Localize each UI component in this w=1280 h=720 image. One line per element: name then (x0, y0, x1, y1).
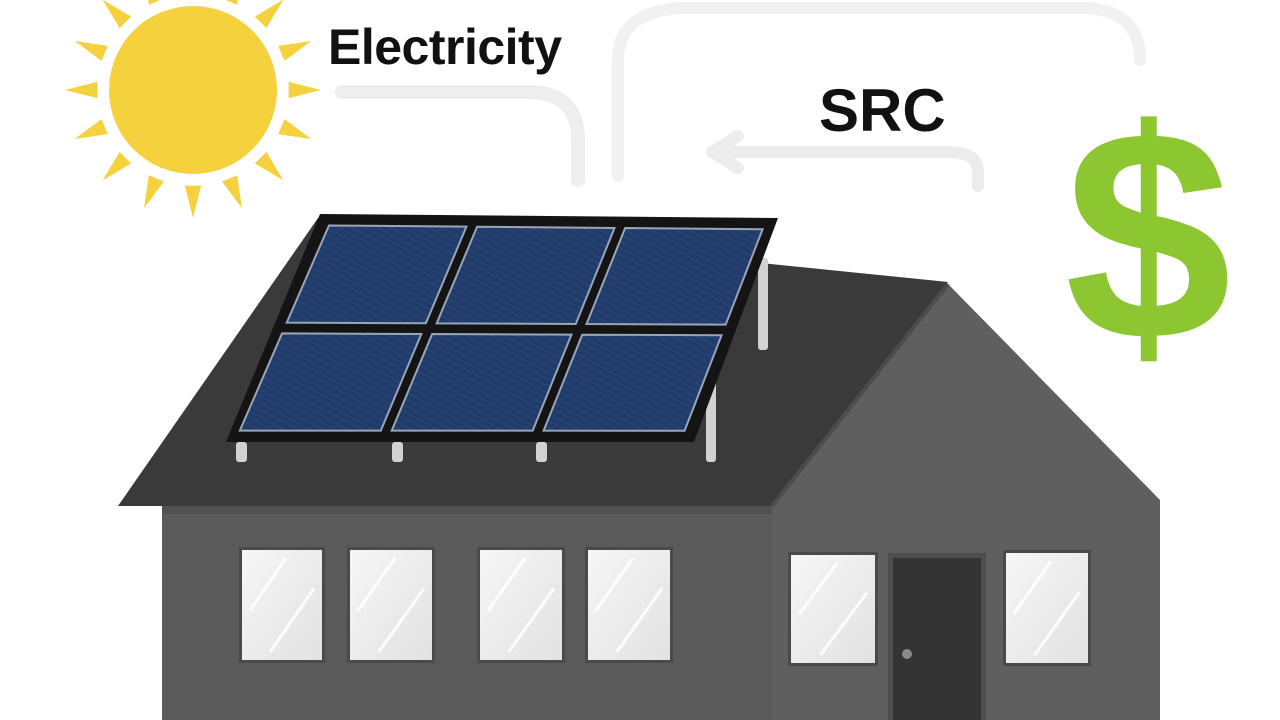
solar-panel (542, 333, 724, 432)
front-door (888, 553, 986, 720)
solar-panel (585, 227, 765, 326)
sun-ray (144, 175, 164, 209)
window (347, 547, 435, 663)
sun-ray (278, 119, 312, 139)
solar-panel-array (226, 214, 778, 462)
window (1003, 550, 1091, 666)
sun-ray (184, 185, 202, 218)
sun-ray (278, 41, 312, 61)
sun-ray (102, 151, 132, 181)
window (788, 552, 878, 666)
sun-ray (148, 0, 161, 5)
sun-ray (102, 0, 132, 29)
sun-ray (74, 41, 108, 61)
window (477, 547, 565, 663)
sun-ray (288, 81, 321, 99)
solar-panel (238, 332, 423, 432)
dollar-sign: $ (1064, 67, 1232, 403)
window (585, 547, 673, 663)
sun-ray (65, 81, 98, 99)
panel-supports (236, 258, 768, 462)
solar-panel (435, 225, 616, 325)
sun-ray (222, 175, 242, 209)
windows-right (788, 550, 1091, 666)
window (239, 547, 325, 663)
sun-ray (254, 0, 284, 29)
arrow-money-loop (612, 1, 1146, 182)
door-knob (902, 649, 912, 659)
sun-ray (225, 0, 238, 5)
windows-left (239, 547, 673, 663)
solar-panel (285, 224, 468, 325)
sun-ray (254, 151, 284, 181)
src-label: SRC (819, 77, 946, 144)
solar-panel (390, 333, 573, 432)
arrow-src-to-left (706, 130, 984, 192)
electricity-label: Electricity (328, 19, 562, 75)
sun-ray (74, 119, 108, 139)
sun-icon (65, 0, 321, 218)
arrow-electricity-to-house (335, 85, 585, 187)
panel-cells (238, 224, 765, 432)
